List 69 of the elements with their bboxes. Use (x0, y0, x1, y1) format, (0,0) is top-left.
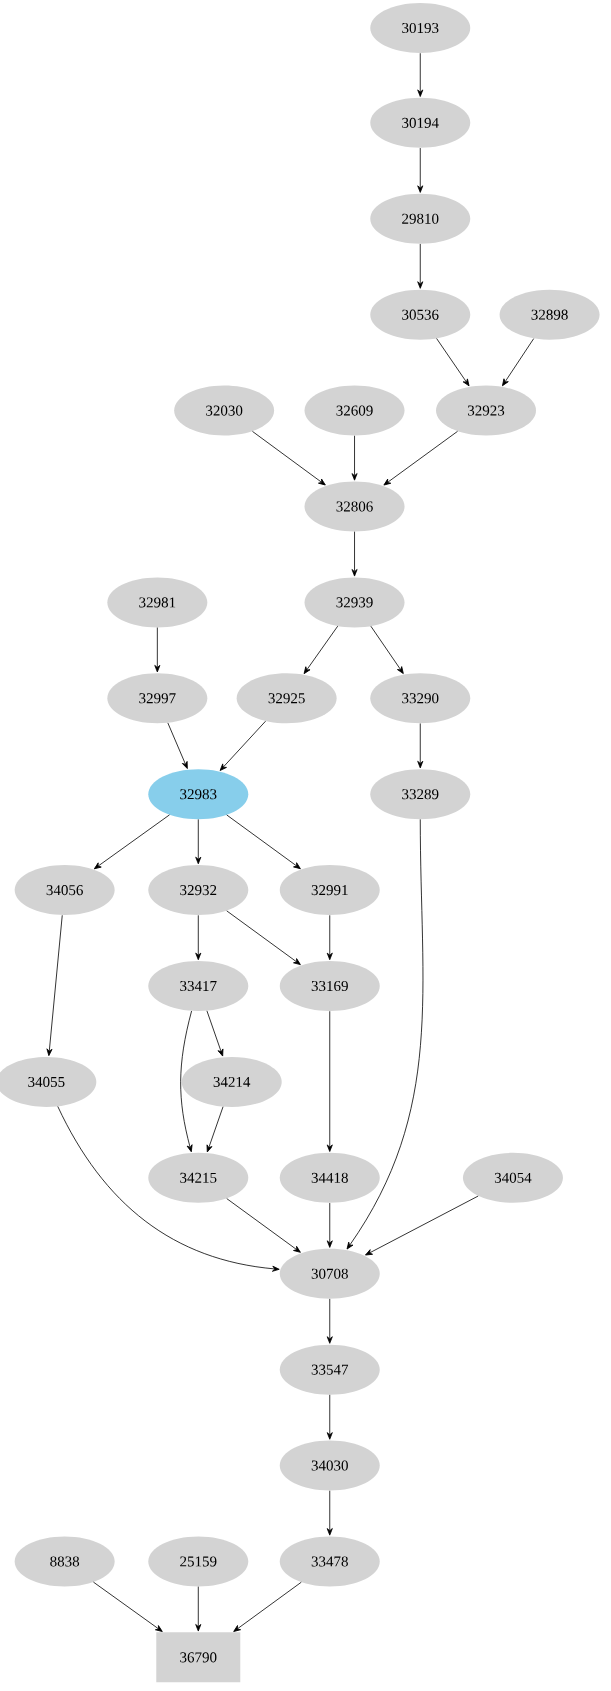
rectangle-node: 36790 (156, 1632, 241, 1683)
arrow (326, 914, 333, 961)
arrow (180, 1010, 193, 1153)
ellipse-node: 34030 (279, 1440, 380, 1491)
arrow (226, 814, 301, 870)
ellipse-node: 33417 (148, 961, 249, 1011)
ellipse-node: 30193 (370, 3, 471, 53)
arrow (417, 52, 424, 97)
ellipse-node: 25159 (148, 1536, 249, 1587)
arrow (46, 914, 63, 1057)
ellipse-node: 34214 (181, 1056, 282, 1107)
ellipse-node: 33290 (370, 673, 471, 724)
ellipse-node: 30708 (279, 1248, 380, 1299)
ellipse-node: 32991 (279, 865, 380, 916)
arrow (57, 1106, 280, 1272)
ellipse-node: 32939 (304, 577, 405, 628)
arrow (326, 1202, 333, 1248)
arrow (326, 1394, 333, 1440)
arrow (226, 910, 301, 965)
arrow (154, 627, 161, 673)
ellipse-node: 32609 (304, 385, 405, 436)
ellipse-node: 30194 (370, 97, 471, 148)
arrow (252, 431, 326, 486)
ellipse-node: 34215 (148, 1152, 249, 1203)
arrow (93, 814, 170, 870)
arrow (195, 914, 202, 961)
arrow (326, 1010, 333, 1152)
arrow (417, 723, 424, 769)
ellipse-node: 34054 (462, 1152, 563, 1203)
ellipse-node: 30536 (370, 289, 471, 340)
arrow (346, 819, 424, 1250)
arrow (417, 243, 424, 289)
arrow (195, 1586, 202, 1632)
arrow (167, 722, 188, 769)
arrow (219, 720, 266, 771)
arrow (436, 338, 470, 387)
ellipse-node: 29810 (370, 193, 471, 244)
arrow (351, 435, 358, 481)
arrow (326, 1490, 333, 1536)
arrow (502, 338, 535, 387)
arrow (383, 430, 458, 486)
arrow (93, 1581, 163, 1632)
ellipse-node: 32932 (148, 865, 249, 916)
ellipse-node: 34418 (279, 1152, 380, 1203)
arrow (206, 1106, 224, 1153)
ellipse-node: 33478 (279, 1536, 380, 1587)
ellipse-node: 34056 (14, 865, 115, 916)
arrow (206, 1010, 224, 1057)
ellipse-node: 32030 (174, 385, 275, 436)
ellipse-node: 32981 (107, 577, 208, 628)
ellipse-node: 32923 (436, 385, 536, 436)
arrow (226, 1198, 301, 1253)
arrow (365, 1195, 479, 1256)
arrow (351, 531, 358, 577)
arrow (303, 625, 339, 675)
ellipse-node: 32806 (304, 481, 405, 532)
ellipse-node: 33169 (279, 961, 380, 1011)
ellipse-node: 32997 (107, 673, 208, 724)
arrow (370, 625, 404, 674)
arrow (417, 147, 424, 193)
ellipse-node: 32983 (148, 769, 249, 820)
ellipse-node: 8838 (14, 1536, 115, 1587)
ellipse-node: 32925 (236, 673, 337, 724)
ellipse-node: 32898 (499, 289, 600, 340)
ellipse-node: 33547 (279, 1344, 380, 1395)
arrow (326, 1298, 333, 1344)
ellipse-node: 33289 (370, 769, 471, 820)
arrow (195, 819, 202, 865)
arrow (233, 1581, 302, 1632)
